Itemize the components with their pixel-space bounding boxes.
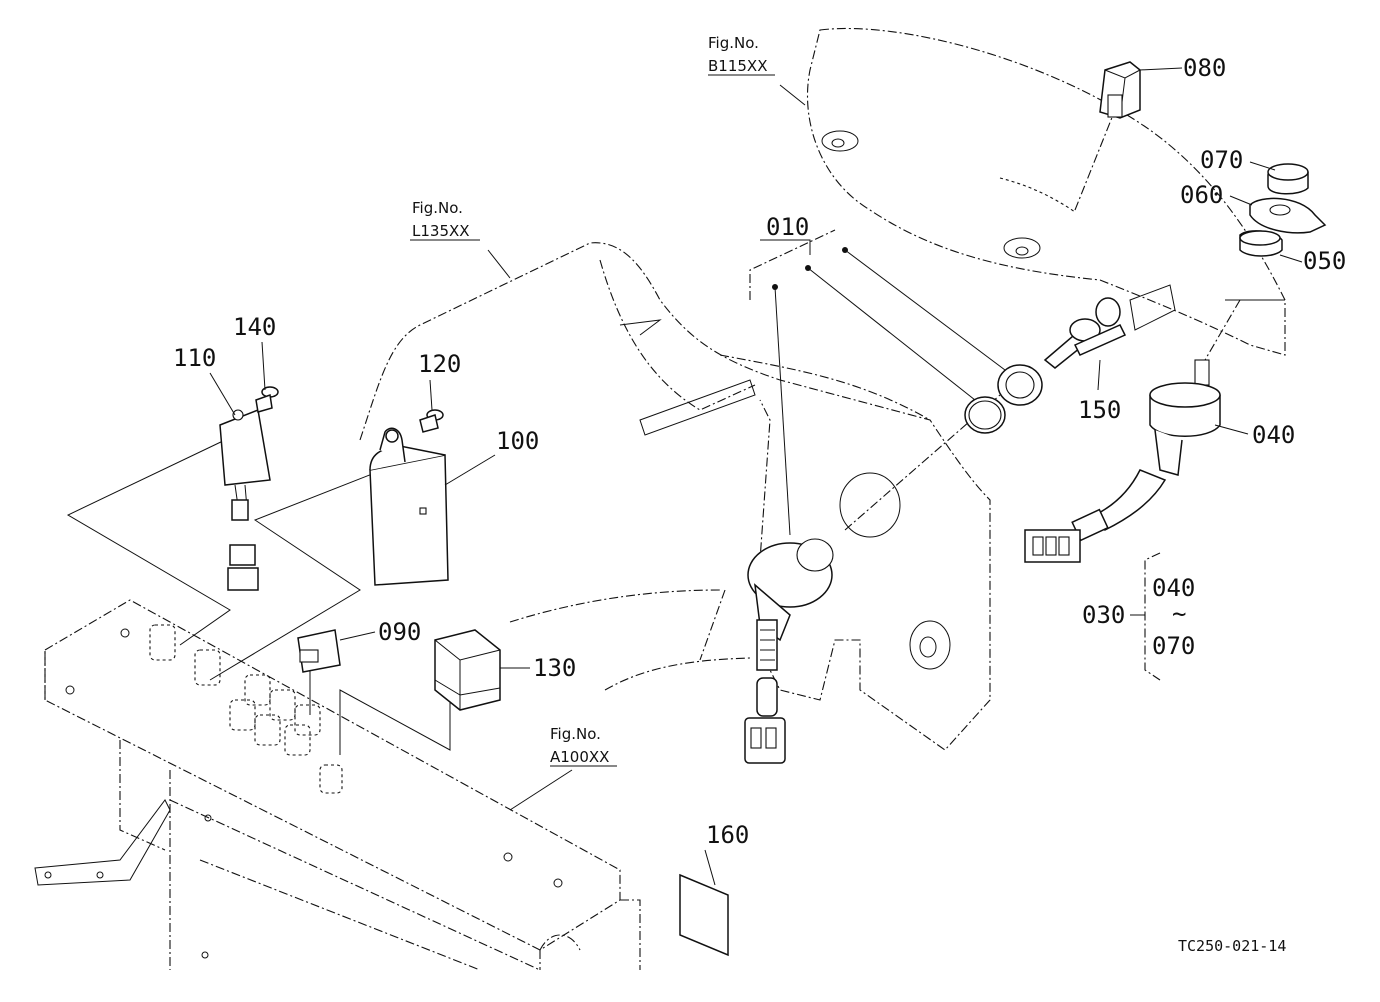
part-110-relay: [219, 408, 271, 591]
callout-150: 150: [1078, 396, 1121, 424]
fig-ref-b115-line1: Fig.No.: [708, 34, 759, 52]
dash-panel-upper: [807, 27, 1286, 356]
callout-060: 060: [1180, 181, 1223, 209]
drawing-code: TC250-021-14: [1178, 937, 1286, 955]
callout-050: 050: [1303, 247, 1346, 275]
fig-ref-l135-line1: Fig.No.: [412, 199, 463, 217]
dash-panel-middle: [359, 242, 991, 751]
part-050-nut: [1239, 230, 1283, 257]
callout-leaders: [209, 67, 1303, 886]
callout-120: 120: [418, 350, 461, 378]
fig-ref-b115[interactable]: Fig.No. B115XX: [708, 34, 767, 75]
part-090-relay: [297, 629, 341, 673]
part-120-bolt: [419, 409, 444, 433]
callout-070-range: 070: [1152, 632, 1195, 660]
part-100-unit: [369, 427, 449, 586]
fig-ref-b115-line2[interactable]: B115XX: [708, 57, 767, 75]
callout-040: 040: [1252, 421, 1295, 449]
callout-010: 010: [766, 213, 809, 241]
fig-ref-l135[interactable]: Fig.No. L135XX: [412, 199, 470, 240]
callout-040-range: 040: [1152, 574, 1195, 602]
callout-160: 160: [706, 821, 749, 849]
part-060-washer: [1249, 197, 1327, 234]
fig-ref-l135-line2[interactable]: L135XX: [412, 222, 470, 240]
fig-ref-a100-line2[interactable]: A100XX: [550, 748, 609, 766]
part-130-relay: [434, 629, 501, 711]
fig-ref-a100[interactable]: Fig.No. A100XX: [550, 725, 609, 766]
part-160-label: [679, 873, 729, 957]
callout-140: 140: [233, 313, 276, 341]
part-010-ring-large: [997, 364, 1043, 406]
part-010-ring-small: [964, 396, 1006, 434]
callout-130: 130: [533, 654, 576, 682]
callout-070: 070: [1200, 146, 1243, 174]
bracket-010: [749, 229, 1006, 536]
frame-lower: [34, 599, 641, 971]
fig-ref-a100-line1: Fig.No.: [550, 725, 601, 743]
part-080-switch: [1099, 61, 1141, 119]
callout-100: 100: [496, 427, 539, 455]
part-150-keys: [1043, 297, 1127, 369]
callout-range-tilde: ~: [1172, 600, 1186, 628]
part-070-knob: [1267, 163, 1309, 195]
part-010-key-switch: [744, 538, 834, 764]
part-040-switch: [1024, 359, 1221, 563]
part-140-bolt: [255, 386, 279, 413]
callout-030: 030: [1082, 601, 1125, 629]
callout-110: 110: [173, 344, 216, 372]
callout-080: 080: [1183, 54, 1226, 82]
bracket-030: [1130, 552, 1161, 681]
leader-lines: [66, 109, 1241, 755]
callout-090: 090: [378, 618, 421, 646]
